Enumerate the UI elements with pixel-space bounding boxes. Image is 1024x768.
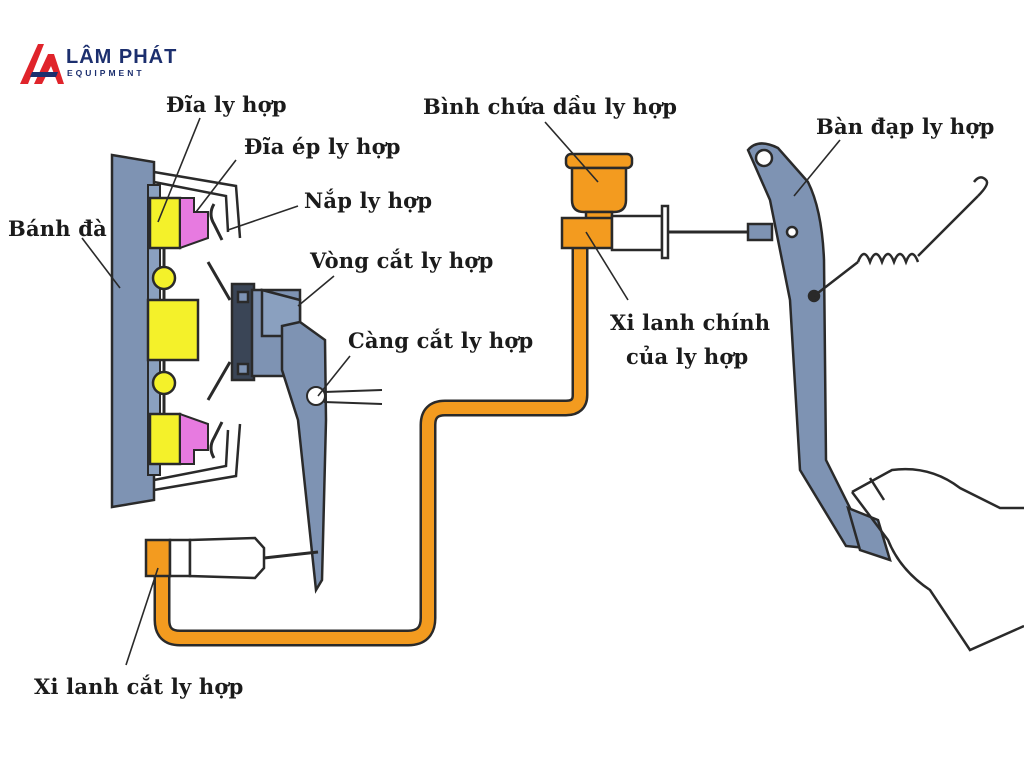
label-release-fork: Càng cắt ly hợp	[348, 328, 534, 353]
clutch-cover	[153, 170, 242, 492]
label-slave-cylinder: Xi lanh cắt ly hợp	[34, 674, 244, 699]
clutch-pedal	[746, 142, 892, 562]
label-reservoir: Bình chứa dầu ly hợp	[423, 94, 678, 119]
return-spring	[813, 176, 989, 297]
diaphragm-spring	[206, 203, 232, 459]
brand-subtitle: EQUIPMENT	[67, 68, 145, 78]
hydraulic-line	[153, 221, 601, 647]
leader-lines	[81, 117, 841, 666]
label-clutch-pedal: Bàn đạp ly hợp	[816, 114, 995, 139]
label-clutch-cover: Nắp ly hợp	[304, 188, 433, 213]
label-release-bearing: Vòng cắt ly hợp	[310, 248, 494, 273]
label-master-cylinder-line1: Xi lanh chính	[610, 310, 771, 335]
foot-outline	[851, 467, 1024, 652]
slave-cylinder	[144, 536, 319, 580]
release-fork	[280, 320, 383, 594]
label-pressure-plate: Đĩa ép ly hợp	[244, 134, 401, 159]
label-master-cylinder-line2: của ly hợp	[626, 344, 749, 369]
brand-name: LÂM PHÁT	[66, 46, 178, 68]
label-clutch-disc: Đĩa ly hợp	[166, 92, 287, 117]
pressure-plate	[179, 197, 209, 465]
reservoir	[564, 152, 634, 224]
lam-phat-logo-icon	[20, 44, 64, 84]
master-cylinder	[560, 204, 774, 260]
clutch-disc	[146, 196, 200, 466]
label-flywheel: Bánh đà	[8, 216, 107, 241]
